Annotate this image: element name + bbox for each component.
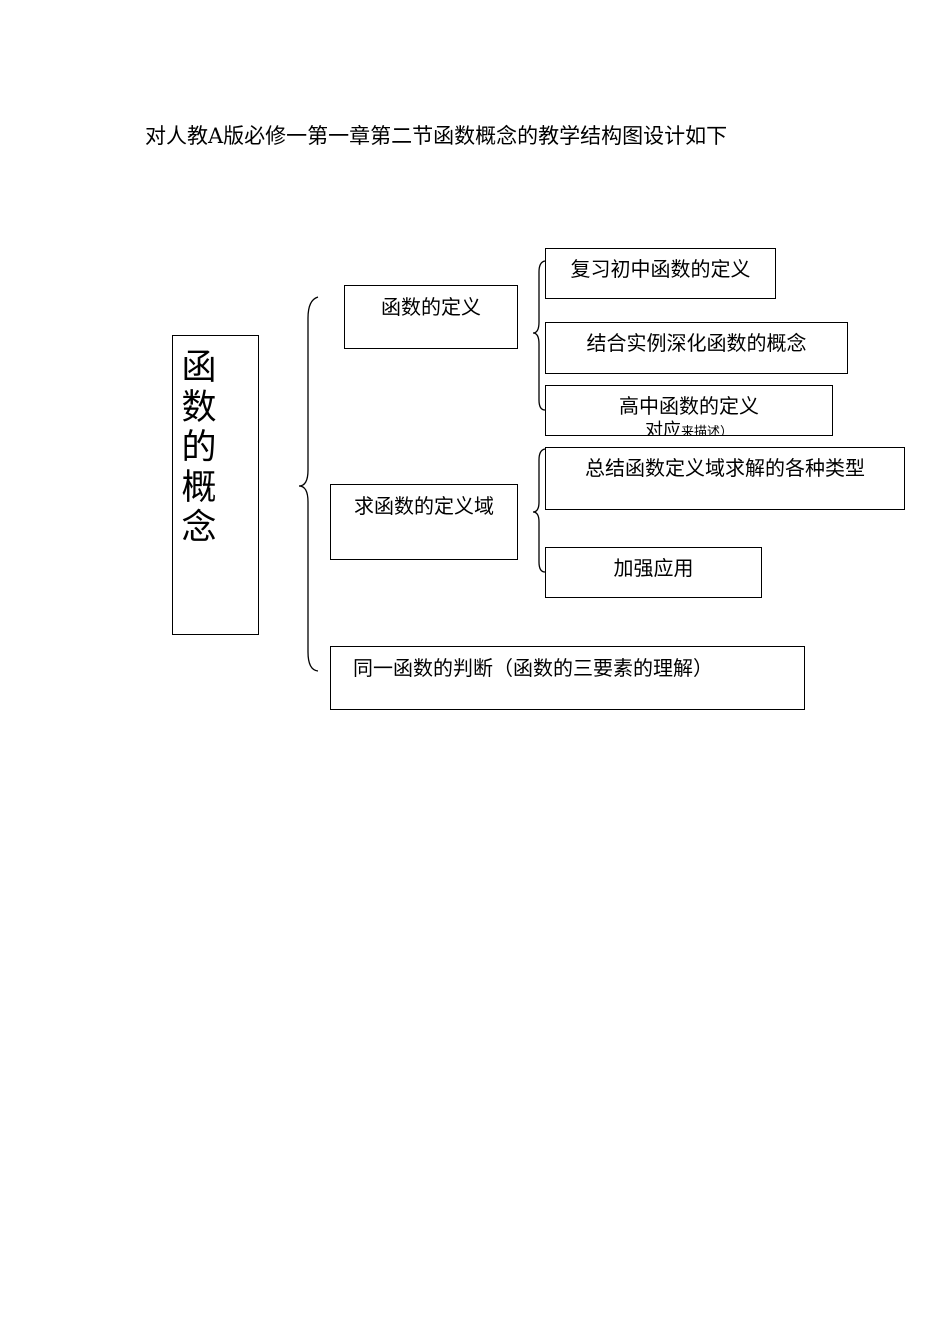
domain-label: 求函数的定义域	[354, 494, 494, 518]
domain-brace	[532, 448, 546, 573]
note-main: 对应	[644, 420, 681, 436]
note-small: 来描述）	[680, 425, 733, 436]
examples-concept-label: 结合实例深化函数的概念	[586, 331, 807, 355]
definition-label: 函数的定义	[381, 295, 481, 319]
main-brace	[298, 296, 319, 672]
same-function-box: 同一函数的判断（函数的三要素的理解）	[330, 646, 805, 710]
highschool-definition-box: 高中函数的定义 对应来描述）	[545, 385, 833, 436]
highschool-definition-label: 高中函数的定义	[619, 394, 759, 418]
examples-concept-box: 结合实例深化函数的概念	[545, 322, 848, 374]
definition-brace	[532, 260, 546, 411]
same-function-label: 同一函数的判断（函数的三要素的理解）	[353, 656, 713, 680]
domain-types-box: 总结函数定义域求解的各种类型	[545, 447, 905, 510]
domain-box: 求函数的定义域	[330, 484, 518, 560]
review-definition-label: 复习初中函数的定义	[570, 257, 751, 281]
root-concept-box: 函数的概念	[172, 335, 259, 635]
application-label: 加强应用	[613, 556, 694, 580]
root-concept-label: 函数的概念	[181, 348, 217, 548]
highschool-definition-note: 对应来描述）	[546, 421, 832, 436]
page-heading: 对人教A版必修一第一章第二节函数概念的教学结构图设计如下	[145, 124, 728, 148]
application-box: 加强应用	[545, 547, 762, 598]
domain-types-label: 总结函数定义域求解的各种类型	[585, 456, 865, 480]
definition-box: 函数的定义	[344, 285, 518, 349]
review-definition-box: 复习初中函数的定义	[545, 248, 776, 299]
